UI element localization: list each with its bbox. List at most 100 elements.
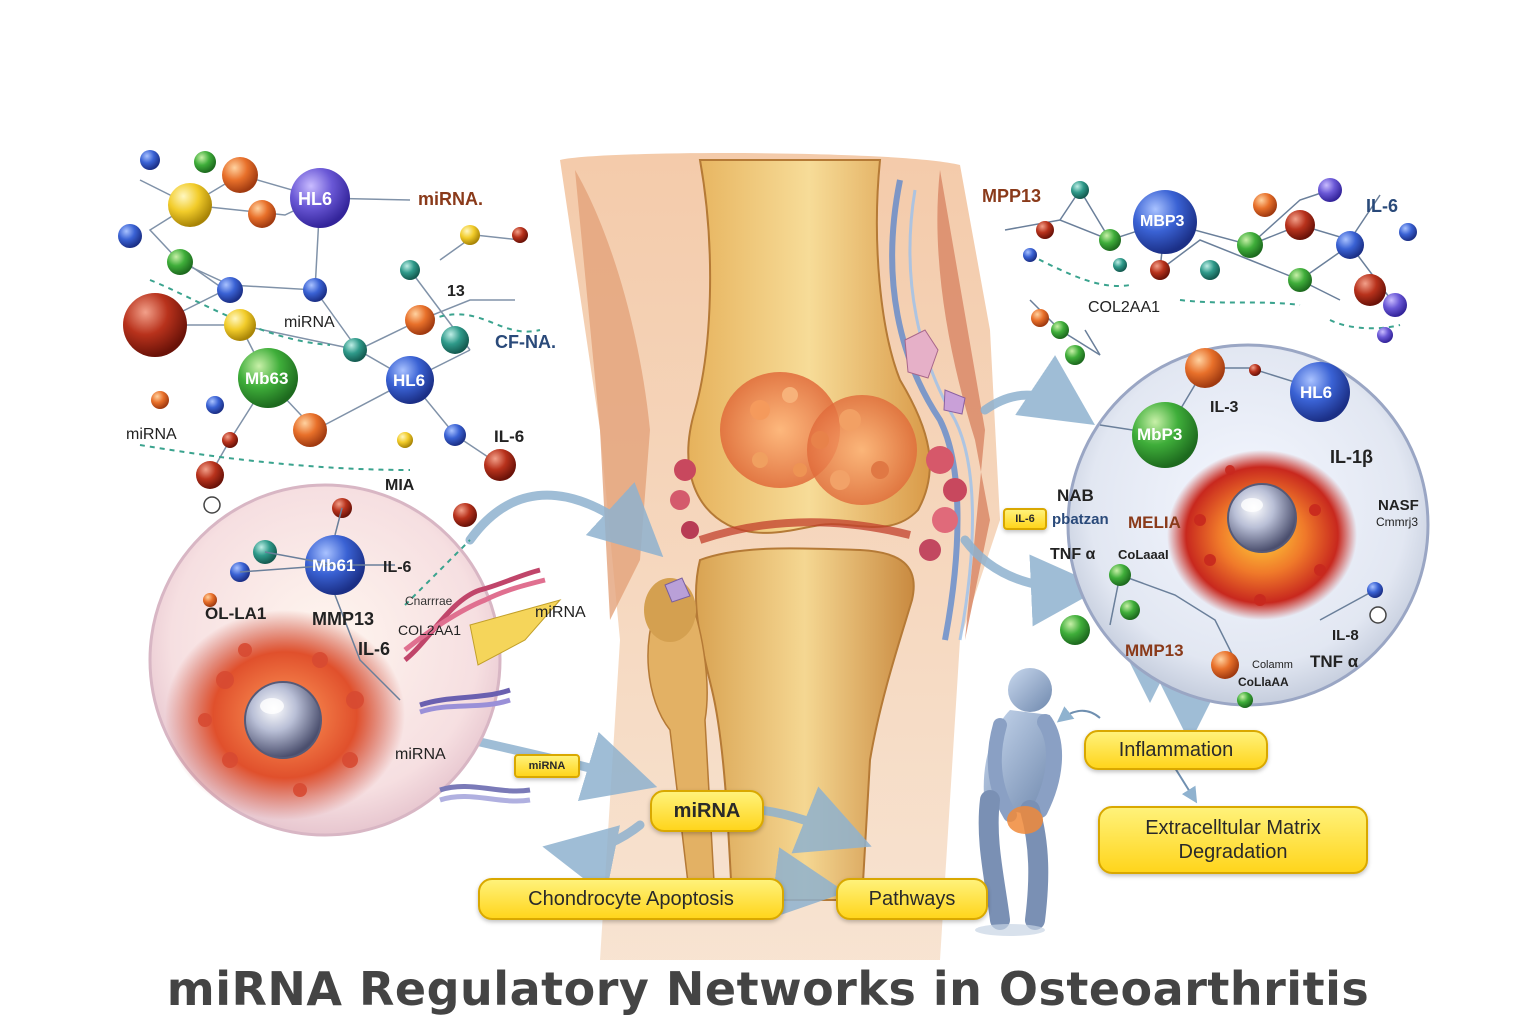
- left-label-cf-na: CF-NA.: [495, 332, 556, 352]
- right-cell-label-tnf-a: TNF α: [1050, 546, 1096, 563]
- left-network-dashed: [139, 279, 541, 471]
- node-green-r16: [1051, 321, 1069, 339]
- inflamed-synovium: [670, 446, 967, 561]
- arrow-apoptosis-to-pathways: [769, 847, 846, 919]
- node-red-l: [512, 227, 528, 243]
- node-hl6-top: [290, 168, 350, 228]
- node-blue-small-b: [118, 224, 142, 248]
- man-head: [1008, 668, 1052, 712]
- node-teal-r1: [1071, 181, 1089, 199]
- node-hl6-b: [386, 356, 434, 404]
- node-green-r12: [1288, 268, 1312, 292]
- left-cell-label-cartilage: Cnarrrae: [405, 594, 453, 608]
- node-green-cell-r2: [1109, 564, 1131, 586]
- arrow-knee-to-right-cell-top: [980, 355, 1095, 425]
- left-label-il6: IL-6: [494, 427, 525, 446]
- node-green-cell-r4: [1060, 615, 1090, 645]
- node-blue-i: [444, 424, 466, 446]
- node-green-cell-r3: [1120, 600, 1140, 620]
- node-green-b: [167, 249, 193, 275]
- node-green-r7: [1237, 232, 1263, 258]
- right-cell-node-mbp3-label: MbP3: [1137, 425, 1183, 444]
- right-label-col2aa1: COL2AA1: [1088, 299, 1161, 316]
- right-network: [1004, 178, 1417, 365]
- node-purple-r14: [1383, 293, 1407, 317]
- left-node-hl6-b-label: HL6: [393, 371, 426, 390]
- node-hl6-cell: [1290, 362, 1350, 422]
- right-cell-label-il8: IL-8: [1332, 627, 1359, 644]
- left-cell-label-il6: IL-6: [358, 639, 391, 659]
- node-teal-h: [441, 326, 469, 354]
- right-cell-label-il3: IL-3: [1210, 399, 1239, 416]
- node-purple-r19: [1377, 327, 1393, 343]
- right-cell-label-melia: MELIA: [1128, 513, 1181, 532]
- right-cell-label-colaaa: CoLlaAA: [1238, 675, 1289, 689]
- dna-strand-top: [403, 567, 546, 662]
- node-blue-r11: [1336, 231, 1364, 259]
- man-arm-2: [987, 718, 1017, 822]
- left-cell-edges: [239, 507, 401, 701]
- right-cell-label-nasf: NASF: [1378, 497, 1419, 514]
- left-cell-nucleus: [244, 681, 322, 759]
- left-node-mb63-label: Mb63: [245, 369, 289, 388]
- man-knee-pain: [1007, 806, 1043, 834]
- arrow-mirna-to-pathways: [755, 786, 872, 854]
- right-cell-label-pbatzan: pbatzan: [1052, 511, 1109, 528]
- node-orange-o: [151, 391, 169, 409]
- node-teal-r20: [1113, 258, 1127, 272]
- left-label-mia: MIA: [385, 477, 415, 494]
- left-cell-node-mb61-label: Mb61: [312, 556, 356, 575]
- node-orange-cell-c: [203, 593, 217, 607]
- node-purple-r10: [1318, 178, 1342, 202]
- vein-blue-2: [908, 189, 974, 641]
- right-cell-label-mmrj3: Cmmrj3: [1376, 515, 1418, 529]
- left-node-hl6-label: HL6: [298, 189, 333, 209]
- node-green-small: [194, 151, 216, 173]
- right-cell: [1060, 343, 1430, 708]
- node-outline-t: [203, 496, 221, 514]
- node-red-n: [196, 461, 224, 489]
- node-teal-e: [343, 338, 367, 362]
- node-orange: [222, 157, 258, 193]
- arrow-mirna-to-apoptosis: [542, 820, 645, 896]
- right-cell-label-il1b: IL-1β: [1330, 447, 1373, 467]
- right-cell-label-colaaai: CoLaaaI: [1118, 547, 1169, 562]
- pill-chondrocyte-apoptosis: Chondrocyte Apoptosis: [478, 878, 784, 920]
- right-cell-tag-il6: IL-6: [1003, 508, 1047, 530]
- node-red-r: [453, 503, 477, 527]
- node-blue-cell-r7: [1367, 582, 1383, 598]
- thin-flow-lines: [1056, 706, 1198, 804]
- left-label-13: 13: [447, 283, 465, 300]
- left-cell-label-mirna-bottom: miRNA: [395, 746, 446, 763]
- left-cell-label-col2aa1: COL2AA1: [398, 622, 462, 638]
- node-mbp3-top: [1133, 190, 1197, 254]
- node-orange-f: [293, 413, 327, 447]
- mirna-ribbon: [469, 599, 562, 666]
- right-label-mpp13: MPP13: [982, 186, 1042, 206]
- node-orange-r9: [1253, 193, 1277, 217]
- dna-strand-bottom: [439, 784, 531, 804]
- node-orange-r17: [1031, 309, 1049, 327]
- node-blue-p: [206, 396, 224, 414]
- node-red-j: [484, 449, 516, 481]
- joint-space: [698, 518, 911, 544]
- left-label-mirna-top: miRNA.: [418, 189, 484, 209]
- node-outline-cell-r8: [1369, 606, 1387, 624]
- left-cell: [148, 483, 562, 837]
- node-orange-cell-r1: [1185, 348, 1225, 388]
- right-node-mbp3-label: MBP3: [1140, 213, 1185, 230]
- vein-blue: [889, 179, 961, 641]
- right-label-il6: IL-6: [1366, 196, 1399, 216]
- node-yellow-s: [397, 432, 413, 448]
- right-cell-nucleus: [1227, 483, 1297, 553]
- node-orange-g: [405, 305, 435, 335]
- left-network: [118, 150, 541, 527]
- node-red-q: [222, 432, 238, 448]
- node-blue-small: [140, 150, 160, 170]
- node-green-r2: [1099, 229, 1121, 251]
- node-red-cell-r9: [1249, 364, 1261, 376]
- node-blue-c: [217, 277, 243, 303]
- cell-outline-lines: [404, 539, 471, 606]
- node-yellow-k: [460, 225, 480, 245]
